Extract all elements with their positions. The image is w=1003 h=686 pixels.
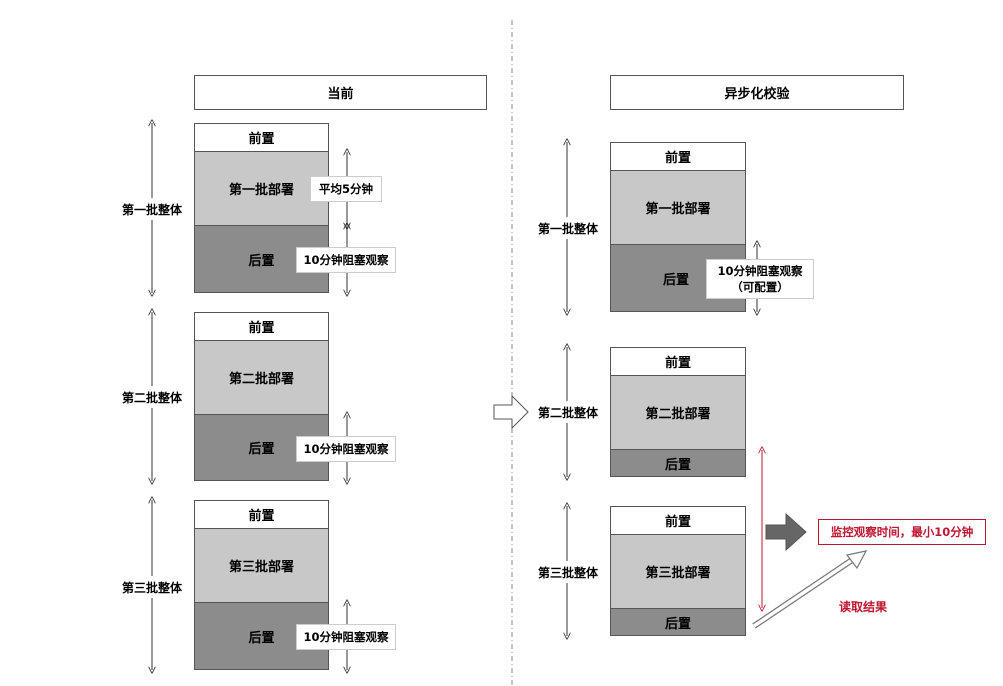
monitor-arrow (765, 512, 807, 552)
right-batch1-post: 后置 (610, 244, 746, 312)
right-observe-note-line2: （可配置） (731, 280, 789, 294)
right-batch3-whole-label: 第三批整体 (530, 561, 606, 583)
right-batch2-post: 后置 (610, 449, 746, 477)
transition-arrow (493, 394, 529, 430)
left-observe3-note: 10分钟阻塞观察 (296, 624, 396, 650)
right-observe-note-line1: 10分钟阻塞观察 (717, 264, 803, 278)
left-batch2-deploy: 第二批部署 (194, 340, 329, 415)
right-batch2-pre: 前置 (610, 347, 746, 376)
left-batch1-pre: 前置 (194, 123, 329, 152)
read-result-label: 读取结果 (838, 599, 887, 614)
right-batch2-deploy: 第二批部署 (610, 375, 746, 450)
avg-time-note: 平均5分钟 (310, 176, 382, 202)
right-batch3-deploy: 第三批部署 (610, 534, 746, 609)
right-batch3-post: 后置 (610, 608, 746, 636)
right-batch3-pre: 前置 (610, 506, 746, 535)
left-batch3-pre: 前置 (194, 500, 329, 529)
right-batch1-pre: 前置 (610, 142, 746, 171)
left-batch2-whole-label: 第二批整体 (113, 386, 191, 408)
monitor-note: 监控观察时间，最小10分钟 (818, 519, 986, 545)
left-batch3-whole-label: 第三批整体 (113, 576, 191, 598)
left-observe2-note: 10分钟阻塞观察 (296, 436, 396, 462)
left-batch2-pre: 前置 (194, 312, 329, 341)
right-observe-note: 10分钟阻塞观察 （可配置） (706, 259, 814, 299)
left-header: 当前 (194, 75, 487, 110)
right-header: 异步化校验 (610, 75, 904, 110)
left-batch3-deploy: 第三批部署 (194, 528, 329, 603)
read-result-arrow (752, 550, 868, 629)
right-batch2-whole-label: 第二批整体 (530, 401, 606, 423)
left-observe1-note: 10分钟阻塞观察 (296, 247, 396, 273)
left-batch1-whole-label: 第一批整体 (113, 198, 191, 220)
right-batch1-whole-label: 第一批整体 (530, 217, 606, 239)
left-batch1-deploy: 第一批部署 (194, 151, 329, 226)
right-batch1-deploy: 第一批部署 (610, 170, 746, 245)
